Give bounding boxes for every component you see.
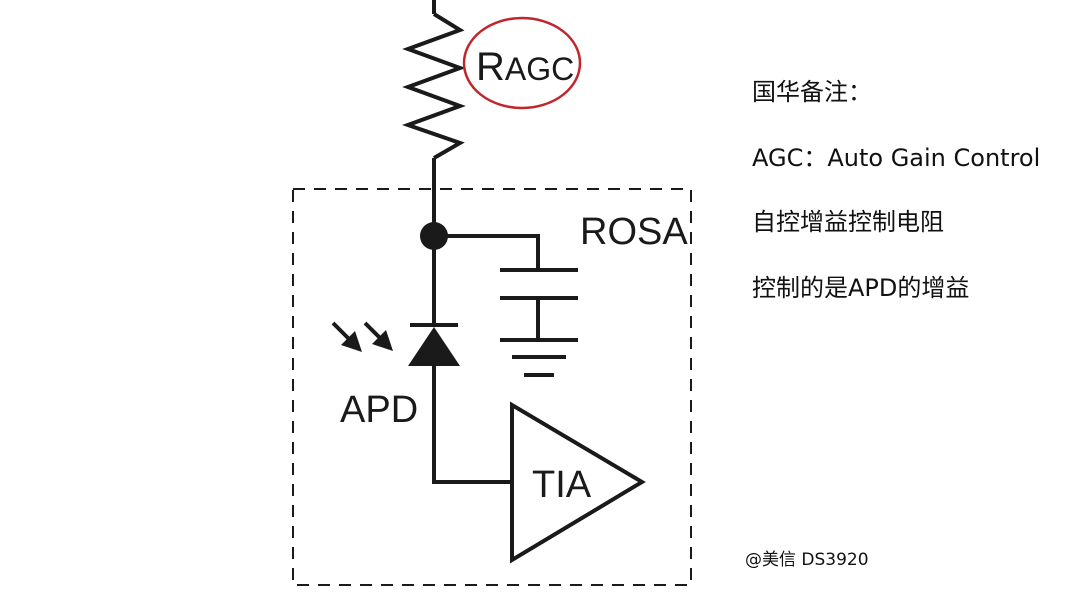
ground-symbol xyxy=(500,338,578,377)
tia-label: TIA xyxy=(532,464,592,506)
notes-agc-definition: AGC：Auto Gain Control xyxy=(752,144,1041,172)
ragc-resistor xyxy=(402,12,466,160)
tia-amplifier xyxy=(510,401,646,564)
rosa-boundary xyxy=(292,188,692,586)
watermark: @美信 DS3920 xyxy=(745,550,869,570)
incident-light-arrows xyxy=(331,321,393,352)
ragc-label: RAGC xyxy=(476,45,574,89)
notes-controls: 控制的是APD的增益 xyxy=(752,274,970,302)
node-to-capacitor-wire xyxy=(434,234,540,270)
apd-diode xyxy=(408,323,460,366)
apd-label: APD xyxy=(340,389,418,431)
apd-to-tia-wire xyxy=(432,366,512,484)
notes-agc-chinese: 自控增益控制电阻 xyxy=(752,208,944,236)
ragc-highlight-circle xyxy=(462,16,582,110)
ragc-label-main: R xyxy=(476,45,505,89)
ragc-label-subscript: AGC xyxy=(505,51,574,87)
rosa-label: ROSA xyxy=(580,211,688,253)
notes-title: 国华备注： xyxy=(752,78,872,106)
